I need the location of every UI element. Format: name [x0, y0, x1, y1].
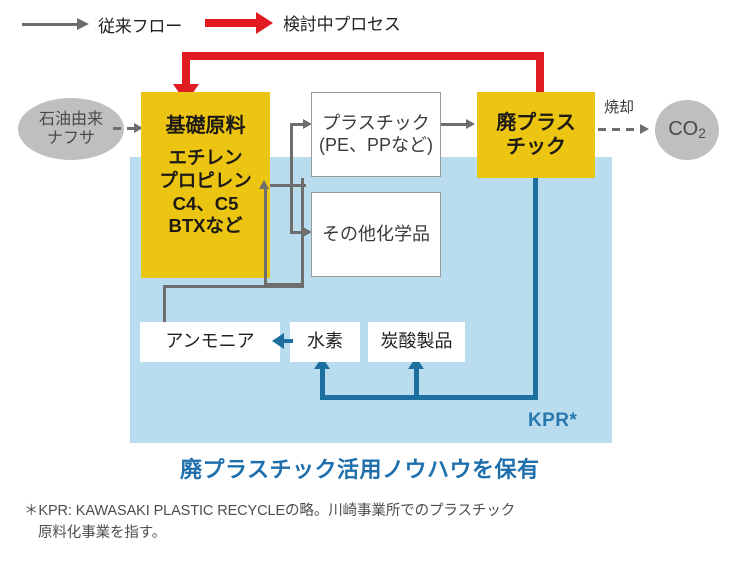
node-co2-subscript: 2 [698, 126, 706, 142]
node-naphtha-line2: ナフサ [46, 130, 95, 147]
gray-arrowhead-into-waste-plastic-icon [466, 119, 475, 129]
gray-connector-split-vertical-lower [290, 184, 293, 234]
caption-text: 廃プラスチック活用ノウハウを保有 [180, 457, 540, 482]
gray-arrow-right-icon [22, 18, 89, 30]
node-other-chemicals: その他化学品 [311, 192, 441, 277]
node-base-material-item-0: エチレン [168, 147, 243, 169]
node-carbonic-products: 炭酸製品 [368, 322, 465, 362]
gray-connector-split-vertical-upper [290, 123, 293, 187]
node-co2: CO2 [655, 100, 719, 160]
node-hydrogen: 水素 [290, 322, 360, 362]
gray-arrowhead-into-co2-icon [640, 124, 649, 134]
node-base-material-item-1: プロピレン [159, 169, 252, 191]
gray-connector-base-to-split [270, 184, 306, 187]
legend-label-under-study: 検討中プロセス [283, 15, 401, 34]
gray-connector-to-ammonia-vertical [163, 285, 166, 323]
gray-connector-to-ammonia-horizontal [163, 285, 304, 288]
blue-connector-waste-down [533, 178, 538, 400]
footnote-line-1: ＊KPR: KAWASAKI PLASTIC RECYCLEの略。川崎事業所での… [24, 503, 516, 519]
legend-item-conventional: 従来フロー [22, 12, 182, 37]
node-waste-plastic-line2: チック [505, 136, 566, 158]
blue-connector-hydrogen-to-ammonia [283, 339, 293, 343]
node-waste-plastic-line1: 廃プラス [496, 111, 576, 134]
blue-connector-horizontal [320, 395, 538, 400]
node-plastic-line2: (PE、PPなど) [318, 134, 433, 155]
gray-connector-plastic-to-waste [441, 123, 469, 126]
node-base-material-item-2: C4、C5 [172, 192, 239, 214]
gray-arrowhead-into-base-material-icon [134, 123, 143, 133]
footnote: ＊KPR: KAWASAKI PLASTIC RECYCLEの略。川崎事業所での… [24, 500, 724, 545]
node-naphtha-line1: 石油由来 [38, 110, 103, 128]
gray-arrowhead-into-other-chemicals-icon [303, 227, 312, 237]
red-arrow-segment-right-vertical [536, 52, 544, 94]
footnote-line-2: 原料化事業を指す。 [38, 525, 167, 542]
node-ammonia: アンモニア [140, 322, 280, 362]
blue-connector-up-hydrogen [320, 368, 325, 398]
red-arrow-right-icon [205, 11, 273, 34]
legend: 従来フロー 検討中プロセス [0, 0, 738, 44]
kpr-region-label: KPR* [528, 410, 578, 431]
gray-connector-from-plastic-down [301, 178, 304, 286]
dashed-connector-to-co2 [598, 128, 642, 131]
legend-item-under-study: 検討中プロセス [205, 10, 401, 35]
node-waste-plastic: 廃プラス チック [477, 92, 595, 178]
blue-connector-up-carbonic [414, 368, 419, 398]
node-co2-label: CO [668, 118, 699, 141]
gray-connector-to-plastic [290, 123, 308, 126]
node-hydrogen-label: 水素 [307, 331, 343, 352]
gray-connector-upward-horizontal [264, 283, 304, 286]
node-ammonia-label: アンモニア [165, 331, 255, 352]
node-naphtha: 石油由来 ナフサ [18, 98, 124, 160]
blue-arrowhead-into-ammonia-icon [272, 333, 284, 349]
node-carbonic-products-label: 炭酸製品 [380, 331, 453, 352]
gray-connector-to-other-chemicals [290, 231, 308, 234]
node-base-material-title: 基礎原料 [165, 115, 246, 137]
node-base-material: 基礎原料 エチレン プロピレン C4、C5 BTXなど [141, 92, 270, 278]
node-plastic-line1: プラスチック [322, 112, 430, 133]
node-base-material-item-3: BTXなど [168, 215, 243, 237]
legend-label-conventional: 従来フロー [98, 17, 182, 36]
node-plastic: プラスチック (PE、PPなど) [311, 92, 441, 177]
dashed-connector-naphtha-to-base [113, 127, 137, 130]
gray-connector-upward-vertical [264, 188, 267, 285]
node-other-chemicals-label: その他化学品 [322, 223, 430, 244]
red-arrow-segment-horizontal [182, 52, 540, 60]
gray-arrowhead-into-plastic-icon [303, 119, 312, 129]
red-arrow-segment-left-vertical [182, 52, 190, 88]
gray-arrowhead-up-icon [259, 180, 269, 189]
label-incineration: 焼却 [604, 99, 635, 116]
